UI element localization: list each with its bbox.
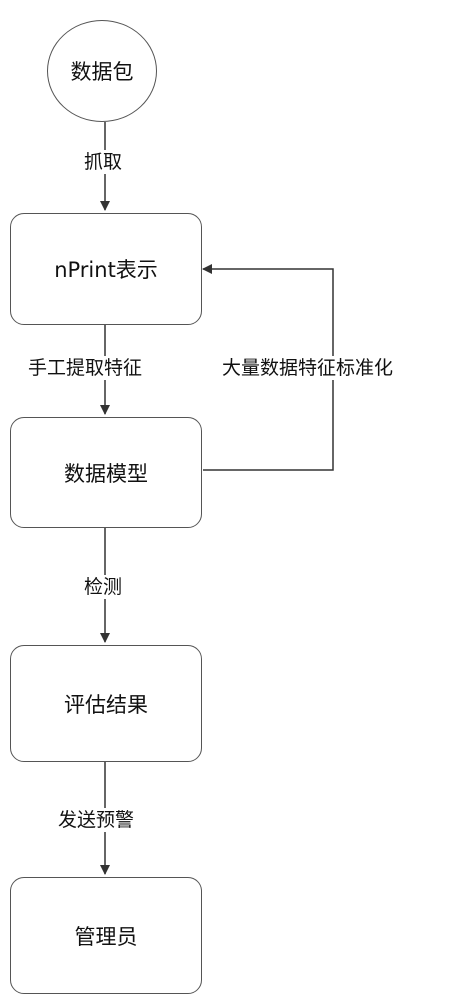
node-model-label: 数据模型: [64, 461, 148, 486]
node-nprint-label: nPrint表示: [54, 258, 158, 282]
edge-label-manual-extract: 手工提取特征: [28, 356, 143, 380]
edge-label-feedback: 大量数据特征标准化: [222, 356, 394, 380]
edge-label-detect: 检测: [84, 575, 123, 599]
node-result-label: 评估结果: [64, 692, 148, 717]
node-admin-label: 管理员: [74, 924, 138, 949]
edge-label-send-warning: 发送预警: [58, 808, 135, 832]
node-model: 数据模型: [10, 417, 202, 528]
node-packet-label: 数据包: [70, 60, 134, 84]
edge-label-capture: 抓取: [84, 150, 123, 174]
node-nprint: nPrint表示: [10, 213, 202, 325]
node-result: 评估结果: [10, 645, 202, 762]
node-packet: 数据包: [47, 20, 157, 122]
node-admin: 管理员: [10, 877, 202, 994]
